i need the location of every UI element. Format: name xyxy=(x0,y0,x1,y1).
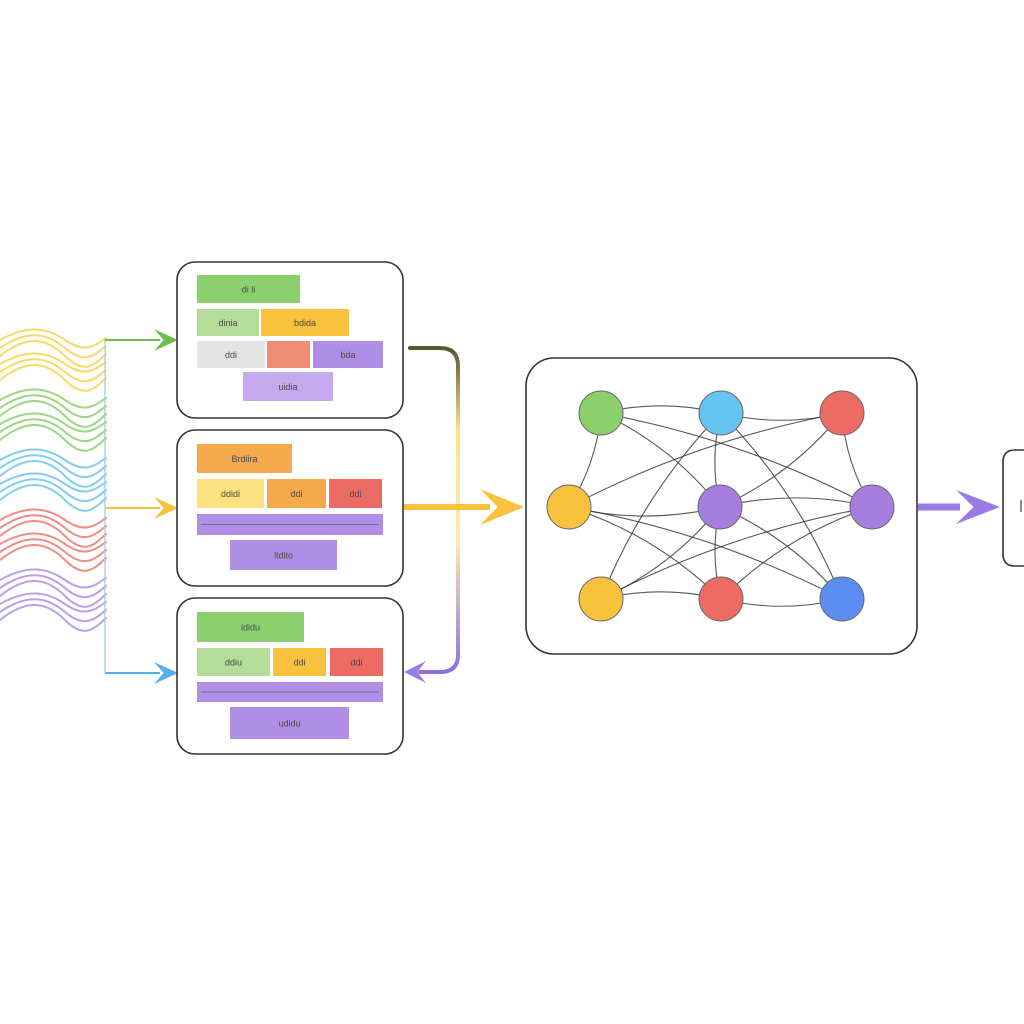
signal-wave xyxy=(0,358,107,383)
panel-cell-label: bda xyxy=(340,350,355,360)
panel-cell-label: ididu xyxy=(241,623,260,633)
splitter-arrow-head xyxy=(154,497,178,519)
panel-cell-label: dinia xyxy=(218,318,237,328)
panel-cell xyxy=(197,648,270,676)
input-splitter xyxy=(104,329,178,684)
panel-cell xyxy=(197,444,292,473)
graph-edge xyxy=(600,506,873,600)
panel-cell xyxy=(243,372,333,401)
signal-wave xyxy=(0,520,107,548)
signal-wave xyxy=(0,592,107,613)
graph-node xyxy=(546,484,592,530)
signal-wave xyxy=(0,460,107,488)
signal-wave xyxy=(0,388,107,409)
input-signal-waves xyxy=(0,328,107,632)
graph-edge xyxy=(568,412,843,508)
graph-node xyxy=(578,576,624,622)
feature-panel: Brdiira ddidi ddi ddi ltdito xyxy=(176,429,404,587)
panel-cell-label: ddi xyxy=(290,489,302,499)
signal-wave xyxy=(0,412,107,433)
signal-wave xyxy=(0,484,107,512)
panel-cell-label: uidia xyxy=(278,382,297,392)
signal-wave xyxy=(0,598,107,623)
signal-wave xyxy=(0,580,107,608)
panel-cell-label: udidu xyxy=(278,719,300,729)
panel-cell xyxy=(273,648,326,676)
signal-wave xyxy=(0,544,107,572)
panel-cell xyxy=(197,275,300,303)
signal-wave xyxy=(0,364,107,392)
graph-edge xyxy=(600,412,722,600)
signal-wave xyxy=(0,334,107,359)
panel-cell xyxy=(330,648,383,676)
panel-cell-label: ddi xyxy=(293,658,305,668)
signal-wave xyxy=(0,328,107,349)
graph-node xyxy=(697,484,743,530)
signal-wave xyxy=(0,418,107,443)
panel-cell xyxy=(197,479,264,508)
signal-wave xyxy=(0,394,107,419)
signal-wave xyxy=(0,424,107,452)
panel-cell xyxy=(197,341,265,368)
panel-cell-label: ltdito xyxy=(274,551,293,561)
panel-cell-label: ddi xyxy=(225,350,237,360)
output-stage xyxy=(918,449,1024,567)
main-arrow-head xyxy=(480,489,524,525)
signal-wave xyxy=(0,574,107,599)
panel-cell-label: ddi xyxy=(350,658,362,668)
signal-wave xyxy=(0,454,107,479)
panel-cell xyxy=(261,309,349,336)
signal-wave xyxy=(0,400,107,428)
signal-wave xyxy=(0,340,107,368)
panel-cell-label: bdida xyxy=(294,318,316,328)
graph-node xyxy=(698,390,744,436)
panel-cell xyxy=(230,540,337,570)
feature-panel: ididu ddiu ddi ddi udidu xyxy=(176,597,404,755)
signal-wave xyxy=(0,514,107,539)
panel-cell xyxy=(197,612,304,642)
splitter-arrow-head xyxy=(154,329,178,351)
panel-cell-label: ddi xyxy=(349,489,361,499)
panel-cell xyxy=(230,707,349,739)
feature-panel: di li dinia bdida ddi bda uidia xyxy=(176,261,404,419)
feedback-path xyxy=(408,346,460,674)
panel-cell-label: ddidi xyxy=(221,489,240,499)
output-box xyxy=(1002,449,1024,567)
graph-edge xyxy=(720,412,843,600)
graph-node xyxy=(698,576,744,622)
feedback-loop xyxy=(404,346,524,683)
signal-wave xyxy=(0,604,107,632)
panel-cell xyxy=(329,479,382,508)
signal-wave xyxy=(0,478,107,503)
panel-cell-label: di li xyxy=(242,285,256,295)
signal-wave xyxy=(0,568,107,589)
panel-cell xyxy=(267,341,310,368)
signal-wave xyxy=(0,508,107,529)
panel-cell xyxy=(267,479,326,508)
panel-cell-label: ddiu xyxy=(225,658,242,668)
panel-cell xyxy=(313,341,383,368)
panel-cell-label: Brdiira xyxy=(231,454,257,464)
graph-node xyxy=(578,390,624,436)
signal-wave xyxy=(0,538,107,563)
graph-nodes xyxy=(546,390,895,622)
signal-wave xyxy=(0,448,107,469)
graph-edge xyxy=(600,412,873,508)
graph-node xyxy=(819,390,865,436)
splitter-arrow-head xyxy=(154,662,178,684)
panel-cell xyxy=(197,309,259,336)
signal-wave xyxy=(0,472,107,493)
signal-wave xyxy=(0,532,107,553)
output-arrow-head xyxy=(956,490,1000,524)
graph-edge xyxy=(568,506,843,600)
graph-network xyxy=(525,357,918,655)
signal-wave xyxy=(0,352,107,373)
graph-node xyxy=(819,576,865,622)
graph-node xyxy=(849,484,895,530)
feedback-arrow-head xyxy=(404,661,426,683)
